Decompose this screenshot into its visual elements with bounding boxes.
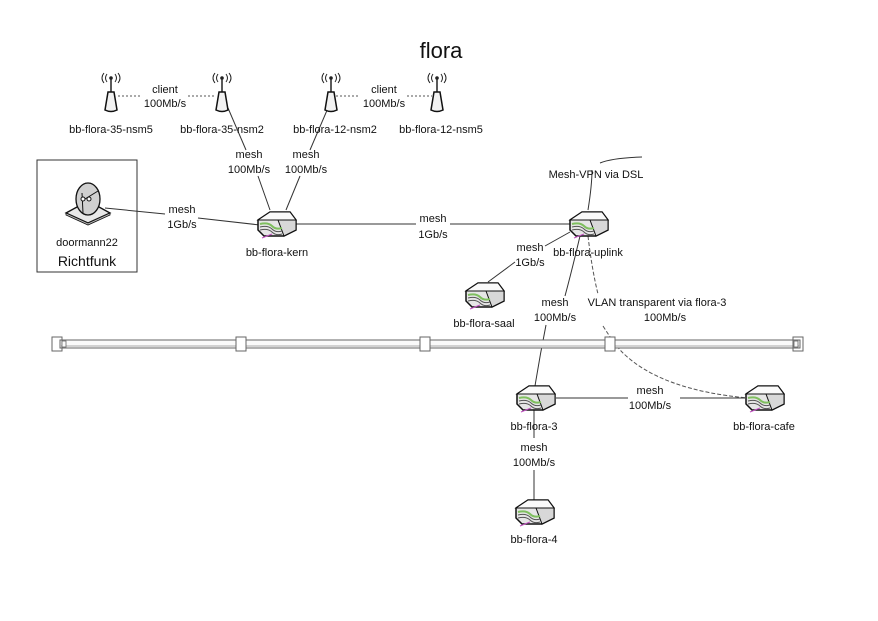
link-uplink-saal-a <box>544 231 571 247</box>
link-label-speed: 100Mb/s <box>285 164 328 176</box>
link-label-type: mesh <box>236 149 263 161</box>
link-label-speed: 100Mb/s <box>144 98 187 110</box>
link-nsm2-35-kern-a <box>227 107 247 151</box>
link-label-speed: 1Gb/s <box>418 229 448 241</box>
link-label-speed: 100Mb/s <box>629 400 672 412</box>
node-label-nsm5-12: bb-flora-12-nsm5 <box>399 124 483 136</box>
router-icon[interactable] <box>745 385 785 413</box>
link-label-speed: 100Mb/s <box>644 312 687 324</box>
link-label-type: mesh <box>420 213 447 225</box>
node-label-doormann: doormann22 <box>56 237 118 249</box>
link-label-type: client <box>371 84 397 96</box>
link-label-type: client <box>152 84 178 96</box>
link-uplink-flora3-b <box>534 324 547 387</box>
link-label-type: mesh <box>542 297 569 309</box>
link-nsm2-12-kern-a <box>309 107 329 151</box>
node-label-nsm2-12: bb-flora-12-nsm2 <box>293 124 377 136</box>
link-vpn-b <box>599 156 643 164</box>
link-label-speed: 100Mb/s <box>228 164 271 176</box>
link-label-vpn: Mesh-VPN via DSL <box>549 169 644 181</box>
link-label-speed: 1Gb/s <box>515 257 545 269</box>
link-label-speed: 1Gb/s <box>167 219 197 231</box>
node-label-nsm5-35: bb-flora-35-nsm5 <box>69 124 153 136</box>
node-label-flora4: bb-flora-4 <box>510 534 557 546</box>
link-label-type: mesh <box>517 242 544 254</box>
link-label-type: mesh <box>521 442 548 454</box>
link-doormann-kern-b <box>197 217 261 226</box>
group-label-richtfunk: Richtfunk <box>58 253 117 269</box>
router-icon[interactable] <box>465 282 505 310</box>
link-vlan-a <box>587 235 599 295</box>
node-label-cafe: bb-flora-cafe <box>733 421 795 433</box>
link-label-speed: 100Mb/s <box>534 312 577 324</box>
link-uplink-saal-b <box>487 261 516 283</box>
antenna-icon[interactable] <box>321 72 341 113</box>
links <box>104 95 749 500</box>
link-label-type: mesh <box>637 385 664 397</box>
link-label-type: mesh <box>293 149 320 161</box>
link-vpn-a <box>587 169 593 211</box>
link-doormann-kern-a <box>104 207 166 215</box>
antenna-icon[interactable] <box>212 72 232 113</box>
router-icon[interactable] <box>257 211 297 239</box>
node-label-kern: bb-flora-kern <box>246 247 308 259</box>
link-label-speed: 100Mb/s <box>513 457 556 469</box>
link-nsm2-12-kern-b <box>285 175 301 211</box>
link-uplink-flora3-a <box>564 235 581 297</box>
node-label-nsm2-35: bb-flora-35-nsm2 <box>180 124 264 136</box>
diagram-title: flora <box>420 38 464 63</box>
link-label-type: mesh <box>169 204 196 216</box>
router-icon[interactable] <box>516 385 556 413</box>
node-label-saal: bb-flora-saal <box>453 318 514 330</box>
link-label-type: VLAN transparent via flora-3 <box>588 297 727 309</box>
antenna-icon[interactable] <box>101 72 121 113</box>
link-nsm2-35-kern-b <box>257 175 271 211</box>
router-icon[interactable] <box>515 499 555 527</box>
link-label-speed: 100Mb/s <box>363 98 406 110</box>
richtfunk-group-box <box>36 159 138 273</box>
link-vlan-b <box>602 325 749 399</box>
satellite-dish-icon[interactable] <box>64 182 112 226</box>
node-label-uplink: bb-flora-uplink <box>553 247 623 259</box>
antenna-icon[interactable] <box>427 72 447 113</box>
node-label-flora3: bb-flora-3 <box>510 421 557 433</box>
backbone-bar <box>51 336 804 352</box>
router-icon[interactable] <box>569 211 609 239</box>
